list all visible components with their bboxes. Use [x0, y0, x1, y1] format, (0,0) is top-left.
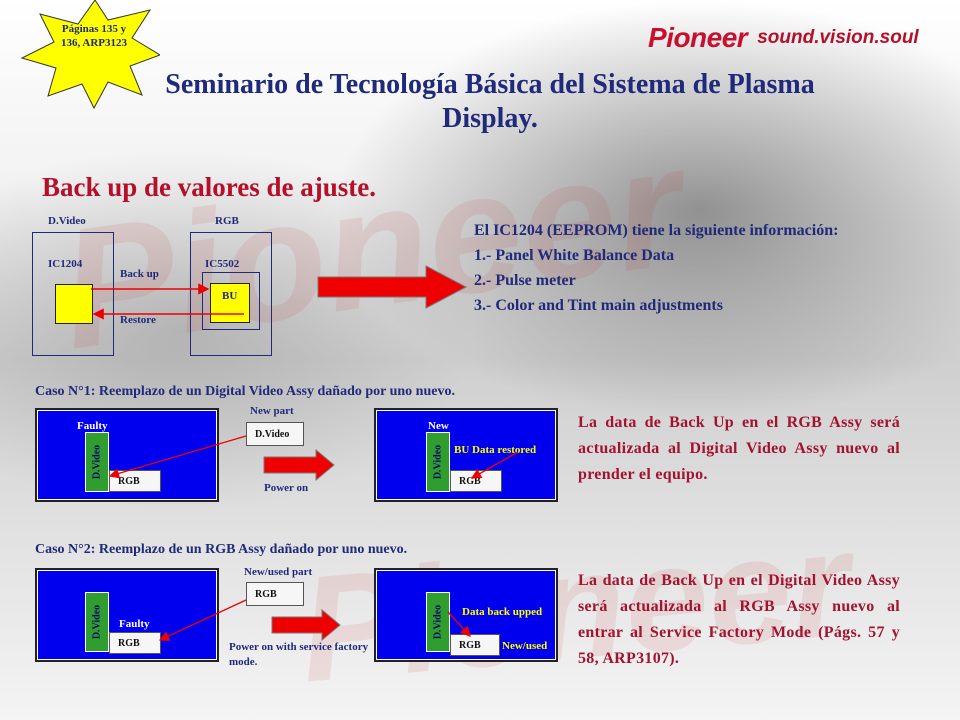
new-used-part-label: New/used part: [244, 566, 313, 578]
page-title: Seminario de Tecnología Básica del Siste…: [165, 69, 815, 134]
info-item: 1.- Panel White Balance Data: [474, 247, 675, 264]
faulty-label: Faulty: [77, 420, 108, 432]
rgb-label: RGB: [215, 215, 239, 227]
badge-text: Páginas 135 y 136, ARP3123: [61, 23, 127, 49]
ic5502-outline: [202, 272, 260, 330]
case2-heading: Caso N°2: Reemplazo de un RGB Assy dañad…: [35, 542, 408, 557]
case2-new-panel: D.Video Data back upped RGB New/used: [374, 568, 558, 662]
bu-label: BU: [222, 290, 238, 302]
rgb-board: [190, 232, 272, 356]
data-back-upped-label: Data back upped: [462, 606, 543, 618]
new-dvideo-box: D.Video: [246, 422, 304, 446]
eeprom-info: El IC1204 (EEPROM) tiene la siguiente in…: [474, 218, 854, 318]
section-title: Back up de valores de ajuste.: [42, 172, 377, 202]
rgb-box: RGB: [450, 634, 500, 656]
dvideo-vertical-label: D.Video: [432, 604, 444, 640]
dvideo-board-vertical: D.Video: [85, 592, 109, 652]
backup-label: Back up: [120, 268, 159, 280]
star-burst-icon: [20, 0, 162, 110]
dvideo-label: D.Video: [48, 215, 86, 227]
dvideo-board-vertical: D.Video: [426, 592, 450, 652]
power-on-service-label: Power on with service factory mode.: [229, 641, 369, 668]
rgb-box: RGB: [450, 470, 502, 492]
rgb-box: RGB: [109, 470, 161, 492]
dvideo-board: [32, 232, 114, 356]
new-part-label: New part: [250, 405, 294, 417]
case2-old-panel: D.Video Faulty RGB: [35, 568, 219, 662]
case1-old-panel: Faulty D.Video RGB: [35, 408, 219, 502]
rgb-box: RGB: [109, 632, 161, 654]
bu-chip: BU: [210, 283, 250, 323]
ic1204-chip: [55, 284, 93, 324]
dvideo-vertical-label: D.Video: [91, 444, 103, 480]
power-on-label: Power on: [264, 482, 309, 494]
faulty-label: Faulty: [119, 618, 150, 630]
brand-logo: Pioneer sound.vision.soul: [648, 20, 919, 56]
new-rgb-box: RGB: [246, 582, 304, 606]
dvideo-vertical-label: D.Video: [91, 604, 103, 640]
case1-new-panel: New BU Data restored D.Video RGB: [374, 408, 558, 502]
logo-tagline: sound.vision.soul: [757, 27, 919, 48]
info-item: 2.- Pulse meter: [474, 272, 576, 289]
dvideo-board-vertical: D.Video: [85, 432, 109, 492]
dvideo-board-vertical: D.Video: [426, 432, 450, 492]
bu-restored-label: BU Data restored: [454, 444, 537, 456]
restore-label: Restore: [120, 314, 156, 326]
new-used-label: New/used: [502, 640, 548, 652]
dvideo-vertical-label: D.Video: [432, 444, 444, 480]
ic5502-label: IC5502: [205, 258, 240, 270]
info-heading: El IC1204 (EEPROM) tiene la siguiente in…: [474, 222, 839, 239]
info-item: 3.- Color and Tint main adjustments: [474, 297, 723, 314]
ic1204-label: IC1204: [48, 258, 83, 270]
logo-wordmark: Pioneer: [648, 22, 748, 53]
case1-description: La data de Back Up en el RGB Assy será a…: [578, 414, 900, 483]
case1-heading: Caso N°1: Reemplazo de un Digital Video …: [35, 384, 455, 399]
case2-description: La data de Back Up en el Digital Video A…: [578, 572, 900, 667]
new-label: New: [428, 420, 449, 432]
page-badge: Páginas 135 y 136, ARP3123: [0, 0, 162, 110]
